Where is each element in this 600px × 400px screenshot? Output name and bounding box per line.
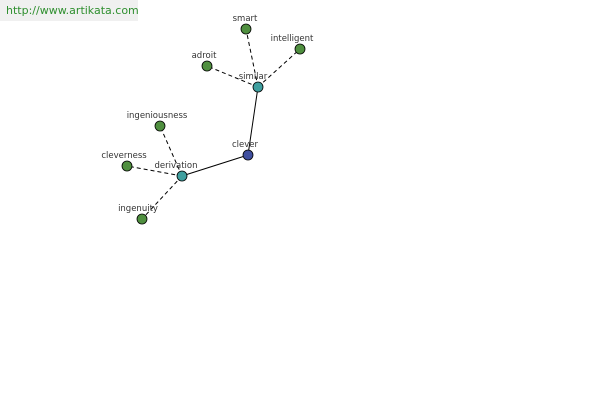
edge-similar-adroit [206, 65, 259, 88]
node-adroit[interactable]: adroit [192, 51, 217, 72]
nodes-layer: clever similar derivation smart intelligent a… [101, 14, 314, 225]
node-label-adroit[interactable]: adroit [192, 51, 217, 61]
node-clever[interactable]: clever [232, 140, 259, 161]
node-dot-derivation[interactable] [176, 170, 188, 182]
node-dot-clever[interactable] [242, 149, 254, 161]
node-dot-adroit[interactable] [201, 60, 213, 72]
edge-derivation-ingeniousness [159, 125, 183, 177]
node-cleverness[interactable]: cleverness [101, 151, 147, 172]
edge-clever-derivation [181, 154, 249, 177]
node-label-smart[interactable]: smart [233, 14, 258, 24]
node-dot-smart[interactable] [240, 23, 252, 35]
node-label-intelligent[interactable]: intelligent [271, 34, 314, 44]
node-label-clever[interactable]: clever [232, 140, 259, 150]
node-ingeniousness[interactable]: ingeniousness [127, 111, 188, 132]
node-dot-cleverness[interactable] [121, 160, 133, 172]
node-label-similar[interactable]: similar [239, 72, 268, 82]
node-smart[interactable]: smart [233, 14, 258, 35]
edge-derivation-cleverness [126, 165, 183, 177]
edge-clever-similar [247, 86, 259, 156]
node-intelligent[interactable]: intelligent [271, 34, 314, 55]
edges-layer [126, 28, 301, 220]
node-label-ingeniousness[interactable]: ingeniousness [127, 111, 188, 121]
node-label-ingenuity[interactable]: ingenuity [118, 204, 158, 214]
edge-similar-smart [245, 28, 259, 88]
edge-derivation-ingenuity [141, 175, 183, 220]
node-dot-similar[interactable] [252, 81, 264, 93]
node-label-derivation[interactable]: derivation [154, 161, 197, 171]
node-dot-intelligent[interactable] [294, 43, 306, 55]
node-label-cleverness[interactable]: cleverness [101, 151, 147, 161]
node-dot-ingeniousness[interactable] [154, 120, 166, 132]
site-link[interactable]: http://www.artikata.com [0, 0, 139, 21]
edge-similar-intelligent [257, 48, 301, 88]
node-similar[interactable]: similar [239, 72, 268, 93]
node-dot-ingenuity[interactable] [136, 213, 148, 225]
node-ingenuity[interactable]: ingenuity [118, 204, 158, 225]
node-derivation[interactable]: derivation [154, 161, 198, 182]
